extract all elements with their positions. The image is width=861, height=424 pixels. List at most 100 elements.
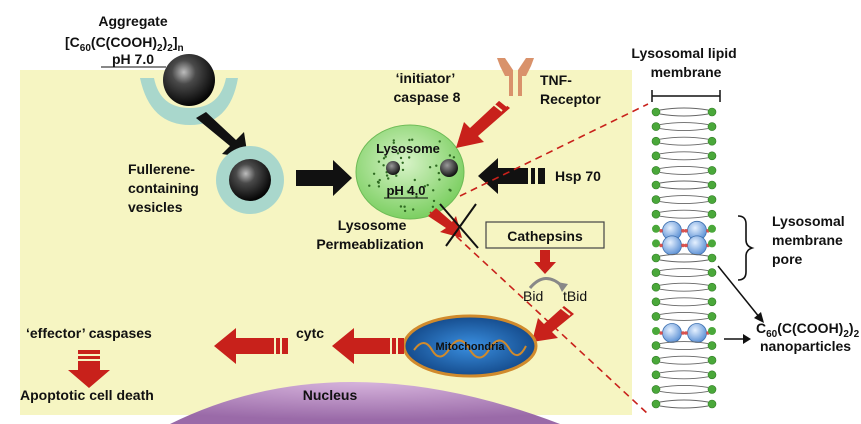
lipid-tail: [659, 361, 709, 365]
lipid-head: [651, 282, 661, 292]
lysosome-speck: [437, 171, 440, 175]
arrow-effector-to-apoptosis: [68, 350, 110, 388]
arrow-cathepsins-down: [534, 250, 556, 274]
mitochondria-cristae: [413, 339, 527, 359]
lysosome-speck: [406, 190, 410, 193]
lysosome-speck: [395, 174, 398, 177]
lipid-tail: [659, 317, 709, 321]
lysosome-fullerene-small: [386, 161, 400, 175]
arrow-cytc-to-effector: [214, 328, 288, 364]
lipid-tail: [659, 259, 709, 263]
apoptotic-cell-death-label: Apoptotic cell death: [20, 387, 154, 403]
lipid-head: [707, 195, 717, 204]
aggregate-title: Aggregate: [98, 13, 167, 29]
lipid-head: [651, 180, 661, 190]
lipid-head: [651, 136, 661, 146]
lipid-head: [707, 355, 717, 365]
lipid-tail: [659, 195, 709, 199]
lysosome-speck: [449, 189, 452, 192]
lysosome-speck: [391, 189, 395, 193]
arrow-permeabilization-red: [428, 208, 462, 238]
lysosome-speck: [382, 157, 386, 160]
lipid-tail: [659, 180, 709, 184]
lysosome-speck: [399, 156, 403, 160]
lysosome-speck: [396, 152, 400, 155]
lysosome-particles: [368, 138, 456, 213]
lysosome-speck: [385, 174, 389, 177]
lipid-head: [707, 385, 717, 394]
lipid-row: [651, 165, 717, 175]
lipid-tail: [659, 201, 709, 205]
block-cross-b: [445, 203, 477, 247]
lipid-tail: [659, 136, 709, 140]
lysosome-speck: [438, 178, 441, 181]
lipid-row: [651, 151, 717, 161]
lysosome-speck: [431, 205, 435, 208]
lipid-tail: [659, 113, 709, 117]
lipid-tail: [659, 128, 709, 132]
arrow-pore-to-nanoparticle-head: [754, 312, 764, 323]
cathepsins-label: Cathepsins: [507, 228, 583, 244]
lipid-tail: [659, 384, 709, 388]
carboxyl-group: [681, 229, 685, 233]
effector-caspases-label: ‘effector’ caspases: [26, 325, 152, 341]
vesicle-fullerene-ball: [229, 159, 271, 201]
lipid-tail: [659, 107, 709, 111]
lipid-head: [707, 180, 717, 190]
tnf-receptor-label: TNF- Receptor: [540, 72, 601, 107]
hsp70-label: Hsp 70: [555, 168, 601, 184]
cytc-label: cytc: [296, 325, 324, 341]
permeabilization-label: Lysosome Permeablization: [316, 217, 423, 252]
lipid-head: [652, 239, 660, 248]
lipid-tail: [659, 165, 709, 169]
lipid-head: [651, 107, 661, 117]
lipid-row: [651, 311, 717, 321]
lipid-tail: [659, 122, 709, 126]
lysosome-speck: [412, 208, 415, 211]
lipid-head: [652, 224, 660, 233]
tnf-receptor-icon: [497, 58, 534, 96]
lysosome-speck: [438, 140, 441, 143]
zoom-line-upper: [459, 103, 649, 197]
initiator-caspase-label: ‘initiator’ caspase 8: [394, 70, 461, 105]
lysosome-speck: [377, 185, 381, 188]
lipid-head: [651, 166, 661, 175]
lipid-head: [707, 370, 717, 380]
lipid-row: [651, 268, 717, 278]
arrow-caspase8-to-lysosome: [456, 97, 510, 148]
lipid-row: [651, 297, 717, 307]
lysosome-speck: [403, 209, 407, 213]
lysosome-speck: [368, 184, 371, 187]
pore-nanoparticle: [662, 235, 682, 256]
lipid-tail: [659, 303, 709, 307]
lipid-tail: [659, 390, 709, 394]
lipid-tail: [659, 186, 709, 190]
lipid-row: [651, 180, 717, 190]
pore-nanoparticle: [662, 323, 682, 343]
lysosome-speck: [377, 160, 381, 163]
arrow-mitochondria-to-cytc: [332, 328, 404, 364]
lipid-tail: [659, 341, 709, 345]
lipid-tail: [659, 157, 709, 161]
lipid-tail: [659, 274, 709, 278]
lipid-head: [707, 268, 717, 277]
lipid-tail: [659, 355, 709, 359]
lipid-row: [651, 107, 717, 117]
lipid-head: [651, 122, 661, 131]
lipid-head: [708, 239, 716, 248]
lipid-head: [708, 224, 716, 233]
lipid-head: [707, 297, 717, 307]
arrow-pore-to-nanoparticle: [717, 265, 761, 319]
lysosome-speck: [415, 195, 418, 198]
nucleus: [170, 382, 560, 424]
aggregate-formula: [C60(C(COOH)2)2]n: [65, 34, 184, 54]
lipid-head: [651, 209, 661, 219]
nanoparticle-label: nanoparticles: [760, 338, 851, 354]
lipid-row: [651, 253, 717, 263]
lysosome-speck: [448, 154, 452, 157]
lipid-row: [651, 136, 717, 146]
lipid-head: [651, 253, 661, 263]
pore-nanoparticle: [687, 235, 707, 256]
lipid-tail: [659, 215, 709, 219]
carboxyl-group: [681, 331, 685, 335]
